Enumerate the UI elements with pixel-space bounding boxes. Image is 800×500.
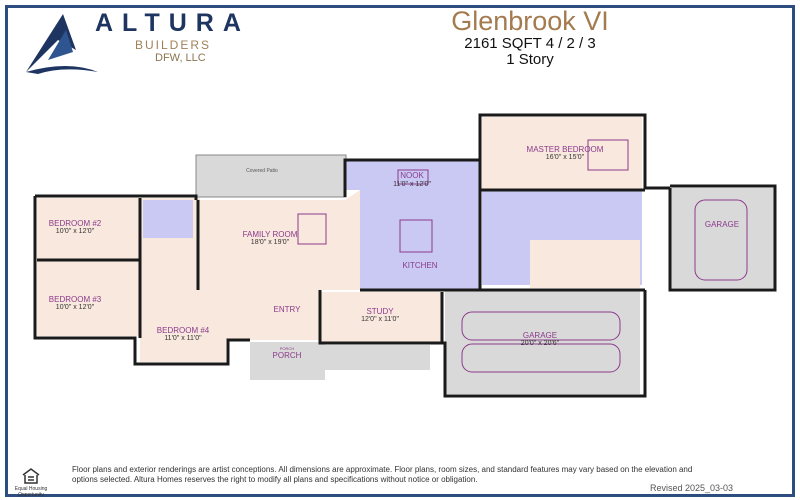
porch-label: PORCH: [273, 351, 302, 360]
bedroom4-size: 11'0" x 11'0": [164, 335, 202, 342]
garage-floor: [445, 290, 640, 394]
nook-label: NOOK: [400, 171, 424, 180]
garage-size: 20'0" x 20'6": [521, 340, 560, 347]
island-icon: [399, 219, 433, 253]
logo-line2: BUILDERS: [135, 38, 212, 52]
car-icon: [694, 199, 748, 281]
side-garage-floor: [670, 188, 775, 288]
car-icon: [461, 343, 621, 373]
plan-specs: 2161 SQFT 4 / 2 / 3 1 Story: [380, 36, 680, 68]
porch-floor: [250, 342, 325, 380]
dining-table-icon: [397, 169, 429, 185]
revised-date: Revised 2025_03-03: [650, 483, 734, 493]
family-room-size: 18'0" x 19'0": [251, 239, 290, 246]
walk-floor: [325, 345, 430, 370]
equal-housing-icon: [22, 468, 40, 484]
fixtures: [297, 139, 748, 373]
logo-mark-icon: [26, 14, 98, 74]
bedroom4-label: BEDROOM #4: [157, 326, 210, 335]
covered-patio-label: Covered Patio: [246, 168, 278, 174]
walls: [33, 113, 777, 398]
page-frame: [5, 5, 795, 497]
bedroom4-floor: [140, 322, 226, 362]
disclaimer: Floor plans and exterior renderings are …: [72, 465, 693, 484]
porch-small-label: PORCH: [280, 346, 295, 351]
equal-housing-text: Equal Housing Opportunity: [14, 486, 48, 498]
bedroom3-size: 10'0" x 12'0": [56, 304, 95, 311]
study-size: 12'0" x 11'0": [361, 316, 399, 323]
sofa-icon: [297, 213, 327, 245]
bedroom2-floor: [37, 198, 140, 260]
bedroom2-size: 10'0" x 12'0": [56, 228, 95, 235]
plan-sqft: 2161 SQFT 4 / 2 / 3: [464, 35, 596, 52]
nook-size: 11'0" x 12'0": [393, 181, 431, 188]
study-floor: [320, 292, 442, 342]
family-room-label: FAMILY ROOM: [243, 230, 298, 239]
bedroom3-label: BEDROOM #3: [49, 295, 102, 304]
plan-title: Glenbrook VI: [451, 6, 609, 36]
kitchen-label: KITCHEN: [402, 261, 437, 270]
room-labels: Covered Patio NOOK 11'0" x 12'0" MASTER …: [49, 145, 739, 360]
car-icon: [461, 311, 621, 341]
garage-label: GARAGE: [523, 331, 557, 340]
master-bedroom-label: MASTER BEDROOM: [527, 145, 604, 154]
logo-brand: ALTURA: [95, 9, 250, 37]
bath2-floor: [143, 200, 193, 238]
bedroom2-label: BEDROOM #2: [49, 219, 102, 228]
nook-kitchen-floor: [345, 160, 480, 290]
covered-patio-floor: [195, 154, 347, 198]
entry-label: ENTRY: [274, 305, 302, 314]
study-label: STUDY: [366, 307, 394, 316]
bed-icon: [587, 139, 629, 171]
master-bedroom-size: 16'0" x 15'0": [546, 154, 585, 161]
side-garage-label: GARAGE: [705, 220, 739, 229]
logo-line3: DFW, LLC: [155, 52, 206, 64]
master-bedroom-floor: [482, 117, 642, 192]
floors: [37, 117, 775, 394]
utility-floor: [530, 240, 640, 288]
plan-stories: 1 Story: [506, 51, 554, 68]
bedroom3-floor: [37, 260, 140, 336]
equal-housing-logo: Equal Housing Opportunity: [14, 468, 48, 498]
